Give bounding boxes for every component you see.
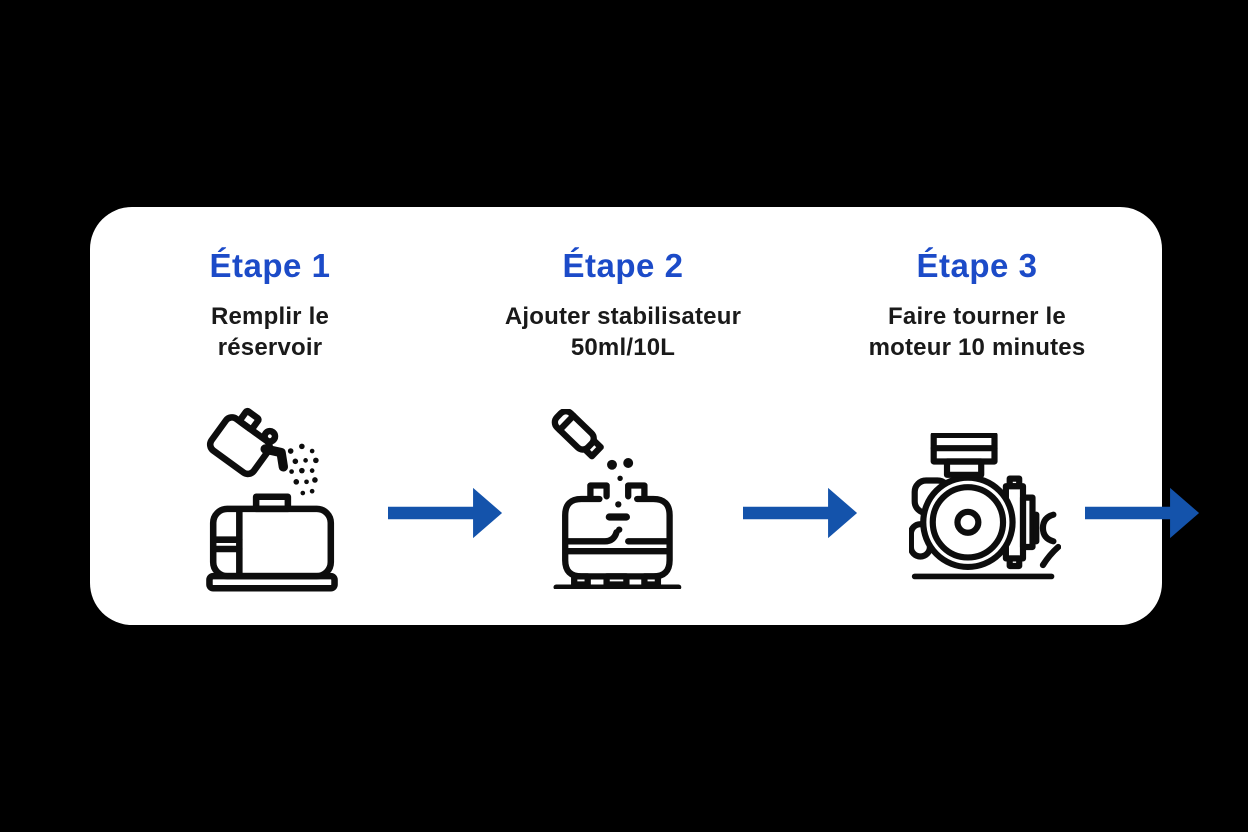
step-3-description: Faire tourner le moteur 10 minutes <box>868 303 1086 361</box>
step-3-title: Étape 3 <box>916 247 1038 284</box>
right-arrow-icon <box>388 485 504 541</box>
step-2: Étape 2 Ajouter stabilisateur 50ml/10L <box>453 207 793 363</box>
right-arrow-icon <box>1085 485 1201 541</box>
step-1-description: Remplir le réservoir <box>210 303 330 361</box>
step-3: Étape 3 Faire tourner le moteur 10 minut… <box>807 207 1147 363</box>
fuel-can-pouring-into-tank-icon <box>206 407 338 592</box>
step-2-title: Étape 2 <box>562 247 684 284</box>
bottle-pouring-into-tank-icon <box>551 409 682 589</box>
spray-dots <box>287 443 319 496</box>
step-1: Étape 1 Remplir le réservoir <box>100 207 440 363</box>
step-1-title: Étape 1 <box>209 247 331 284</box>
step-2-description: Ajouter stabilisateur 50ml/10L <box>504 303 742 361</box>
steps-card: Étape 1 Remplir le réservoir Étape 2 Ajo… <box>90 207 1162 625</box>
running-engine-icon <box>909 433 1061 580</box>
drops <box>605 458 634 533</box>
right-arrow-icon <box>743 485 859 541</box>
